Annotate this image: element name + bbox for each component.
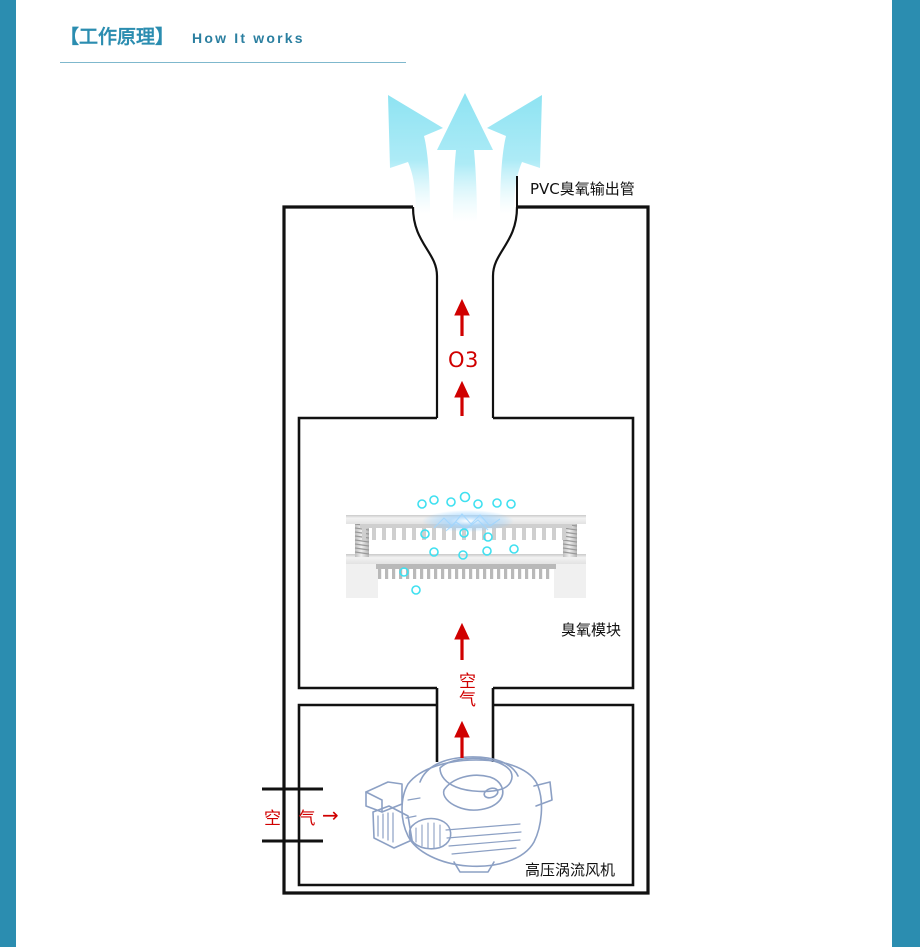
airflow-arrows-top (388, 93, 542, 222)
module-teeth-lower (376, 564, 556, 579)
air-inlet-pipe (262, 787, 323, 843)
header-divider (60, 62, 406, 63)
pvc-outlet-funnel (411, 206, 519, 418)
label-air-inlet: 空 气 (264, 809, 322, 829)
air-duct-middle (435, 688, 495, 762)
page-title-cn: 【工作原理】 (60, 26, 175, 48)
module-foot-right (554, 562, 586, 598)
label-o3: O3 (448, 348, 479, 372)
working-principle-diagram: PVC臭氧输出管 O3 臭氧模块 空气 空 气 → 高压涡流风机 (16, 0, 892, 947)
air-arrow-upper (454, 622, 470, 660)
page-rail-left (0, 0, 16, 947)
o3-arrow-lower (454, 380, 470, 416)
label-pvc-outlet: PVC臭氧输出管 (530, 180, 635, 198)
ozone-bubbles (399, 491, 519, 595)
page-title-en: How It works (192, 30, 305, 46)
page-rail-right (892, 0, 920, 947)
module-foot-left (346, 562, 378, 598)
air-arrow-lower (454, 720, 470, 758)
header-row: 【工作原理】 How It works (60, 22, 410, 49)
label-blower: 高压涡流风机 (525, 861, 616, 879)
label-air-inlet-arrow-icon: → (322, 803, 339, 827)
blower-illustration (365, 756, 553, 873)
airflow-arrow-right (487, 95, 542, 214)
blower-chamber-outline (297, 703, 635, 887)
module-plate-lower (346, 554, 586, 564)
airflow-arrow-left (388, 95, 443, 214)
ozone-chamber-outline (297, 416, 635, 690)
section-header: 【工作原理】 How It works (60, 22, 410, 63)
ozone-module-assembly (346, 491, 586, 598)
label-air-vertical: 空气 (455, 672, 475, 708)
label-ozone-module: 臭氧模块 (561, 621, 622, 639)
diagram-svg (262, 93, 650, 895)
airflow-arrow-center (437, 93, 493, 222)
cabinet-outline (282, 205, 650, 895)
flow-arrows-red (454, 298, 470, 758)
page-content: 【工作原理】 How It works (16, 0, 892, 947)
o3-arrow-upper (454, 298, 470, 336)
